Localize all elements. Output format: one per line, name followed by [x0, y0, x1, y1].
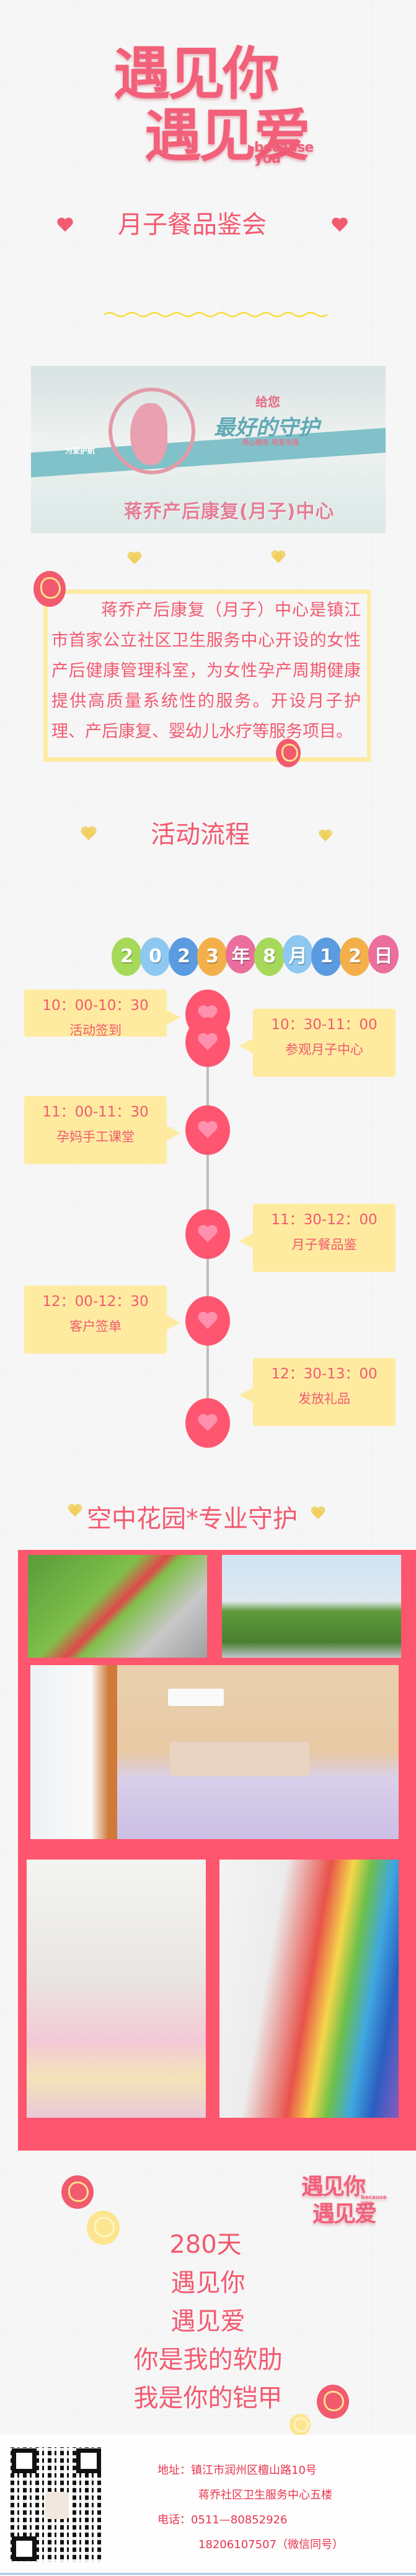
schedule-item: 10：30-11：00 参观月子中心 — [239, 1009, 396, 1077]
date-char: 2 — [112, 937, 142, 976]
schedule-item: 10：00-10：30 活动签到 — [24, 990, 180, 1038]
logo-line1: 遇见你 — [301, 2174, 366, 2200]
schedule-item: 12：00-12：30 客户签单 — [24, 1286, 180, 1354]
date-char: 2 — [169, 937, 199, 976]
bedroom-photo — [30, 1665, 399, 1839]
bed-headboard — [170, 1742, 309, 1776]
schedule-label: 参观月子中心 — [285, 1042, 363, 1057]
schedule-label: 活动签到 — [69, 1023, 122, 1038]
yoga-room-photo — [27, 1860, 206, 2118]
small-logo: 遇见你 遇见爱 because you — [301, 2174, 388, 2251]
poem-line: 280天 — [169, 2230, 242, 2259]
heart-icon — [332, 218, 348, 234]
center-sign-photo: 为爱护航 给您 最好的守护 用心服务 用爱沟通 蒋乔产后康复(月子)中心 — [31, 366, 386, 533]
garden-flowers-photo — [28, 1555, 207, 1658]
phone-number[interactable]: 0511—80852926 — [191, 2513, 288, 2526]
logo-en: because you — [361, 2195, 387, 2206]
qr-avatar — [45, 2492, 69, 2519]
intro-text: 蒋乔产后康复（月子）中心是镇江市首家公立社区卫生服务中心开设的女性产后健康管理科… — [51, 601, 361, 741]
logo-line2: 遇见爱 — [312, 2201, 377, 2227]
schedule-title: 活动流程 — [151, 820, 250, 849]
timeline-heart-icon — [185, 1209, 230, 1259]
sign-slogan: 用心服务 用爱沟通 — [242, 438, 299, 446]
schedule-time: 12：00-12：30 — [42, 1294, 149, 1310]
poem-line: 你是我的软肋 — [133, 2346, 283, 2374]
schedule-item: 11：00-11：30 孕妈手工课堂 — [24, 1096, 180, 1164]
poem-line: 遇见爱 — [170, 2307, 246, 2336]
timeline-heart-icon — [185, 1105, 230, 1155]
date-char: 8 — [254, 937, 285, 976]
address-label: 地址： — [157, 2464, 191, 2477]
gallery-frame — [18, 1550, 416, 2151]
mobile-number[interactable]: 18206107507（微信同号） — [198, 2538, 343, 2551]
logo-line2: 遇见爱 — [144, 103, 311, 169]
rose-yellow-icon — [87, 2211, 120, 2245]
mother-logo-icon — [108, 388, 195, 474]
schedule-label: 发放礼品 — [298, 1391, 350, 1406]
date-char: 0 — [140, 937, 170, 976]
date-char: 日 — [368, 935, 399, 973]
rainbow-corridor-photo — [219, 1860, 399, 2118]
date-char: 月 — [283, 935, 313, 973]
schedule-label: 月子餐品鉴 — [291, 1237, 357, 1252]
header-logo: 遇见你 遇见爱 because you — [87, 43, 329, 242]
rose-icon — [33, 571, 66, 607]
timeline-heart-icon — [185, 1296, 230, 1346]
air-conditioner — [168, 1689, 224, 1706]
schedule-time: 10：30-11：00 — [271, 1017, 378, 1033]
date-char: 年 — [226, 935, 256, 973]
page-title: 月子餐品鉴会 — [118, 211, 267, 239]
rooftop-trees-photo — [222, 1555, 401, 1658]
window-curtain — [30, 1665, 117, 1839]
sign-line1: 给您 — [255, 394, 280, 409]
gold-heart-icon — [81, 827, 97, 843]
poem-line: 我是你的铠甲 — [133, 2384, 283, 2413]
gold-heart-icon — [311, 1507, 325, 1521]
timeline-line — [206, 997, 209, 1418]
rose-icon — [317, 2385, 349, 2419]
gold-heart-icon — [271, 550, 285, 565]
gallery-title: 空中花园*专业守护 — [87, 1505, 298, 1533]
address-line1: 镇江市润州区檀山路10号 — [191, 2464, 317, 2477]
date-char: 2 — [340, 937, 370, 976]
rose-yellow-icon — [290, 2414, 311, 2436]
wavy-divider — [104, 311, 327, 318]
poem-line: 遇见你 — [170, 2269, 246, 2297]
logo-en: because you — [254, 140, 314, 167]
sign-name: 蒋乔产后康复(月子)中心 — [124, 501, 335, 523]
rose-icon — [61, 2175, 94, 2209]
address-block: 地址：镇江市润州区檀山路10号 蒋乔社区卫生服务中心五楼 电话：0511—808… — [157, 2458, 412, 2557]
rose-icon — [276, 739, 301, 767]
schedule-time: 12：30-13：00 — [271, 1366, 378, 1382]
poem: 280天 遇见你 遇见爱 你是我的软肋 我是你的铠甲 — [0, 2226, 416, 2417]
qr-code — [11, 2447, 102, 2562]
sign-ribbon-text: 为爱护航 — [65, 446, 95, 455]
footer: 地址：镇江市润州区檀山路10号 蒋乔社区卫生服务中心五楼 电话：0511—808… — [0, 2435, 416, 2575]
gold-heart-icon — [319, 830, 332, 843]
sign-line2: 最好的守护 — [214, 416, 319, 440]
gold-heart-icon — [68, 1504, 82, 1518]
logo-line1: 遇见你 — [113, 41, 280, 107]
mother-figure — [130, 403, 167, 465]
address-line2: 蒋乔社区卫生服务中心五楼 — [198, 2489, 332, 2502]
timeline-heart-icon — [185, 1017, 230, 1067]
schedule-label: 孕妈手工课堂 — [56, 1129, 135, 1144]
schedule-label: 客户签单 — [69, 1319, 122, 1334]
schedule-item: 11：30-12：00 月子餐品鉴 — [239, 1204, 396, 1272]
schedule-time: 11：00-11：30 — [42, 1104, 149, 1120]
intro-box: 蒋乔产后康复（月子）中心是镇江市首家公立社区卫生服务中心开设的女性产后健康管理科… — [43, 590, 371, 762]
schedule-time: 10：00-10：30 — [42, 998, 149, 1014]
schedule-item: 12：30-13：00 发放礼品 — [239, 1358, 396, 1426]
date-char: 3 — [197, 937, 228, 976]
date-char: 1 — [311, 937, 342, 976]
schedule-time: 11：30-12：00 — [271, 1212, 378, 1228]
phone-label: 电话： — [157, 2513, 191, 2526]
gold-heart-icon — [127, 552, 141, 566]
timeline-heart-icon — [185, 1398, 230, 1448]
heart-icon — [57, 218, 73, 234]
